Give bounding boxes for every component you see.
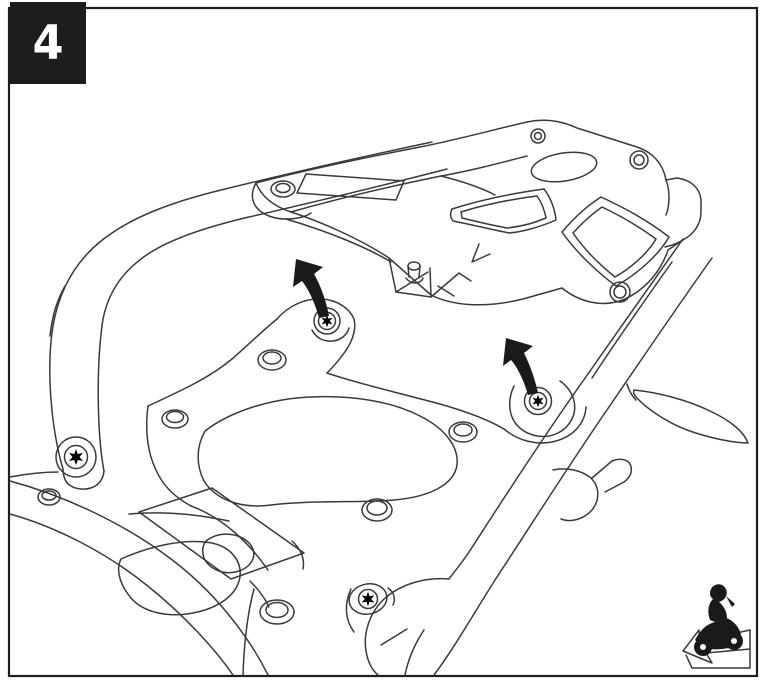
step-number-label: 4 bbox=[10, 2, 86, 84]
subframe-band bbox=[345, 238, 713, 676]
direction-arrow-2 bbox=[503, 338, 538, 395]
grab-rail bbox=[49, 141, 448, 490]
torx-screw-2 bbox=[523, 386, 553, 416]
motorcycle-direction-icon bbox=[682, 584, 751, 669]
figure-frame bbox=[7, 6, 759, 678]
torx-screw-4 bbox=[348, 583, 396, 615]
torx-screw-1 bbox=[311, 307, 350, 342]
bosses bbox=[37, 349, 478, 625]
torx-screw-3 bbox=[55, 436, 97, 478]
direction-arrow-1 bbox=[293, 259, 329, 318]
turn-signal bbox=[552, 383, 749, 522]
bodywork-lines bbox=[9, 471, 305, 676]
rack-plate bbox=[251, 119, 702, 306]
center-bracket bbox=[388, 257, 472, 298]
under-seat-tray bbox=[128, 298, 587, 580]
